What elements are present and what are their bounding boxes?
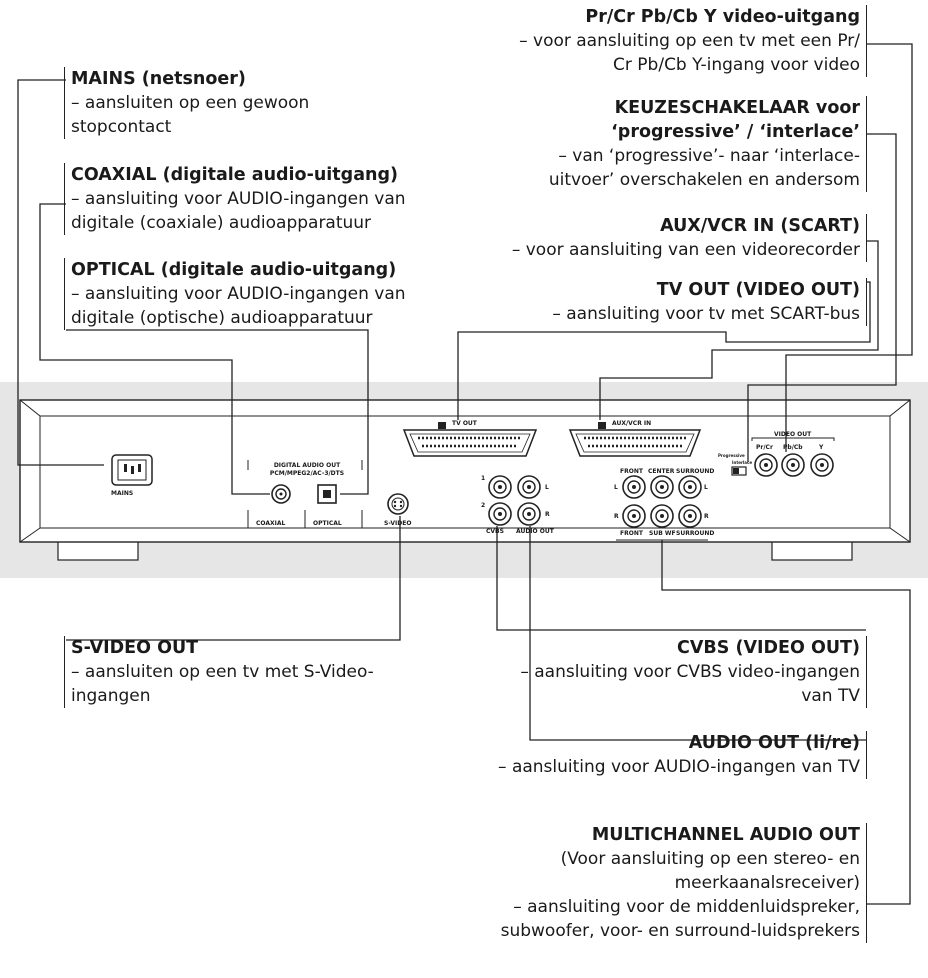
mains-socket — [111, 454, 153, 486]
panel-label-front-top: FRONT — [620, 468, 643, 475]
callout-prcr: Pr/Cr Pb/Cb Y video-uitgang – voor aansl… — [480, 5, 867, 77]
callout-optical: OPTICAL (digitale audio-uitgang) – aansl… — [64, 258, 463, 330]
leader-prcr — [785, 43, 913, 452]
tv-out-scart-connector — [402, 422, 538, 457]
panel-label-multi-L2: L — [704, 484, 708, 491]
leader-cvbs — [496, 526, 866, 631]
callout-tvout-desc: – aansluiting voor tv met SCART-bus — [552, 304, 860, 324]
panel-label-1: 1 — [481, 475, 486, 482]
panel-label-progressive: Progressive — [718, 453, 745, 458]
callout-cvbs: CVBS (VIDEO OUT) – aansluiting voor CVBS… — [480, 636, 867, 708]
panel-label-front-bottom: FRONT — [620, 530, 643, 537]
panel-label-center: CENTER — [648, 468, 675, 475]
callout-keuze-title2: ‘progressive’ / ‘interlace’ — [611, 122, 860, 142]
audio-out-jack-left — [517, 475, 541, 499]
callout-coaxial-title: COAXIAL (digitale audio-uitgang) — [71, 165, 398, 185]
callout-coaxial: COAXIAL (digitale audio-uitgang) – aansl… — [64, 163, 463, 235]
panel-label-interlace: Interlace — [732, 460, 753, 465]
panel-label-s-video: S-VIDEO — [384, 520, 412, 527]
device-foot-left — [57, 539, 139, 561]
callout-multi-title: MULTICHANNEL AUDIO OUT — [591, 825, 860, 845]
leader-audioout — [529, 526, 866, 741]
aux-vcr-scart-connector — [568, 422, 702, 457]
callout-cvbs-title: CVBS (VIDEO OUT) — [677, 638, 860, 658]
panel-label-sub-wf: SUB WF — [649, 530, 676, 537]
leader-mains — [17, 79, 104, 466]
panel-label-digital-audio-out: DIGITAL AUDIO OUT — [273, 462, 341, 469]
panel-label-audio-R: R — [545, 511, 550, 518]
leader-multichannel — [661, 540, 911, 905]
coaxial-jack — [271, 484, 291, 504]
panel-label-prcr: Pr/Cr — [756, 444, 773, 451]
panel-label-surround-bottom: SURROUND — [676, 530, 715, 537]
callout-aux-title: AUX/VCR IN (SCART) — [660, 216, 860, 236]
panel-label-cvbs: CVBS — [486, 528, 504, 535]
callout-keuzeschakelaar: KEUZESCHAKELAAR voor ‘progressive’ / ‘in… — [480, 96, 867, 192]
callout-multichannel: MULTICHANNEL AUDIO OUT (Voor aansluiting… — [480, 823, 867, 943]
panel-label-mains: MAINS — [111, 490, 134, 497]
callout-optical-desc: – aansluiting voor AUDIO-ingangen van di… — [71, 284, 406, 328]
audio-out-jack-right — [517, 502, 541, 526]
panel-label-multi-L: L — [614, 484, 618, 491]
callout-audio-out: AUDIO OUT (li/re) – aansluiting voor AUD… — [480, 731, 867, 779]
callout-keuze-title1: KEUZESCHAKELAAR voor — [614, 98, 860, 118]
leader-tvout — [457, 281, 871, 420]
panel-label-audio-L: L — [545, 484, 549, 491]
callout-mains-title: MAINS (netsnoer) — [71, 69, 246, 89]
callout-prcr-title: Pr/Cr Pb/Cb Y video-uitgang — [585, 7, 860, 27]
multichannel-jacks — [616, 475, 708, 541]
callout-aux-desc: – voor aansluiting van een videorecorder — [511, 240, 860, 260]
panel-label-optical: OPTICAL — [313, 520, 342, 527]
panel-label-video-out: VIDEO OUT — [774, 431, 812, 438]
s-video-jack — [387, 493, 409, 515]
callout-svideo-title: S-VIDEO OUT — [71, 638, 199, 658]
digital-audio-box — [247, 460, 363, 528]
video-out-pr-jack — [754, 453, 778, 477]
callout-multi-desc1: (Voor aansluiting op een stereo- en meer… — [560, 849, 860, 893]
callout-cvbs-desc: – aansluiting voor CVBS video-ingangen v… — [520, 662, 860, 706]
panel-label-y: Y — [819, 444, 824, 451]
panel-label-pbcb: Pb/Cb — [783, 444, 803, 451]
device-foot-right — [771, 539, 853, 561]
panel-label-tv-out: TV OUT — [452, 420, 477, 427]
callout-aux-vcr-in: AUX/VCR IN (SCART) – voor aansluiting va… — [440, 214, 867, 262]
callout-multi-desc2: – aansluiting voor de middenluidspreker,… — [500, 897, 860, 941]
leader-svideo — [66, 516, 401, 641]
callout-audioout-title: AUDIO OUT (li/re) — [688, 733, 860, 753]
cvbs-jack-2 — [488, 502, 512, 526]
callout-mains-desc: – aansluiten op een gewoon stopcontact — [71, 93, 310, 137]
callout-tv-out: TV OUT (VIDEO OUT) – aansluiting voor tv… — [460, 278, 867, 326]
progressive-interlace-switch — [731, 466, 747, 476]
callout-optical-title: OPTICAL (digitale audio-uitgang) — [71, 260, 397, 280]
video-out-pb-jack — [781, 453, 805, 477]
panel-label-2: 2 — [481, 502, 486, 509]
callout-tvout-title: TV OUT (VIDEO OUT) — [656, 280, 860, 300]
panel-label-multi-R: R — [614, 513, 619, 520]
leader-aux — [599, 240, 879, 420]
callout-coaxial-desc: – aansluiting voor AUDIO-ingangen van di… — [71, 189, 406, 233]
panel-label-audio-out: AUDIO OUT — [516, 528, 554, 535]
panel-label-aux-vcr-in: AUX/VCR IN — [612, 420, 652, 427]
panel-label-surround-top: SURROUND — [676, 468, 715, 475]
panel-label-multi-R2: R — [704, 513, 709, 520]
callout-mains: MAINS (netsnoer) – aansluiten op een gew… — [64, 67, 411, 139]
callout-s-video-out: S-VIDEO OUT – aansluiten op een tv met S… — [64, 636, 431, 708]
video-out-y-jack — [810, 453, 834, 477]
panel-label-coaxial: COAXIAL — [256, 520, 286, 527]
optical-jack — [317, 484, 337, 504]
cvbs-jack-1 — [488, 475, 512, 499]
callout-keuze-desc: – van ‘progressive’- naar ‘interlace-uit… — [548, 146, 860, 190]
callout-prcr-desc: – voor aansluiting op een tv met een Pr/… — [519, 31, 860, 75]
leader-coaxial — [39, 203, 270, 495]
panel-label-digital-formats: PCM/MPEG2/AC-3/DTS — [269, 470, 345, 477]
leader-lines — [17, 43, 913, 905]
callout-svideo-desc: – aansluiten op een tv met S-Video-ingan… — [71, 662, 374, 706]
callout-audioout-desc: – aansluiting voor AUDIO-ingangen van TV — [498, 757, 860, 777]
leader-optical — [66, 329, 369, 495]
leader-keuze — [747, 133, 897, 462]
